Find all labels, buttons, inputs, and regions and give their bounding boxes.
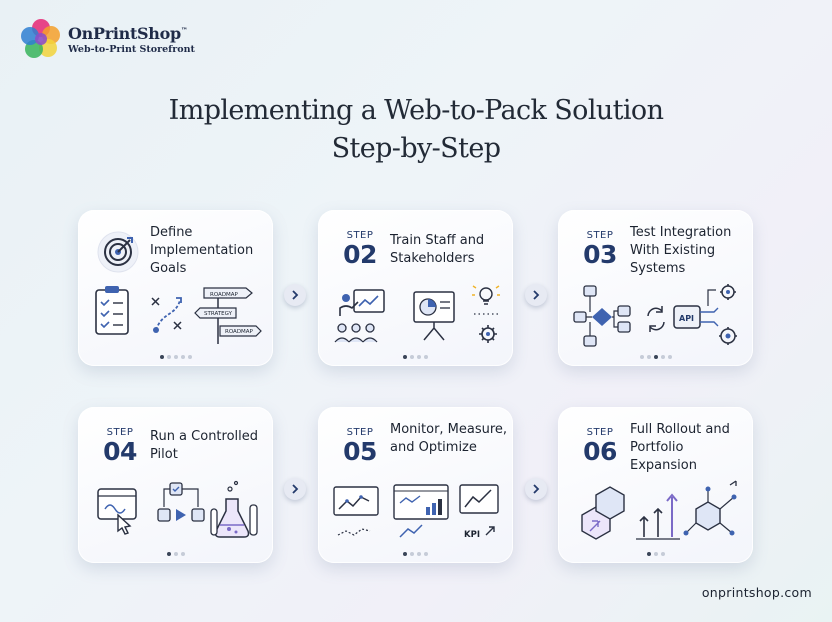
training-illustration [334,285,500,343]
lab-flask-icon [210,480,258,538]
carousel-dots [78,552,273,556]
step-number: 02 [343,240,377,269]
goals-illustration: ROADMAP STRATEGY ROADMAP [95,286,262,344]
next-step-arrow-3[interactable] [284,478,306,500]
strategy-path-icon [151,297,182,333]
carousel-dots [78,355,273,359]
flowchart-icon [573,285,631,347]
step-badge: STEP 02 [338,230,382,268]
page-title-line-1: Implementing a Web-to-Pack Solution [168,95,664,126]
step-label: STEP [346,230,374,241]
rollout-illustration [581,480,737,540]
line-chart-icon [333,486,379,536]
browser-click-icon [97,488,137,535]
scaling-cubes-icon [581,486,625,540]
checklist-clipboard-icon [95,286,129,335]
step-card-title: Full Rollout and Portfolio Expansion [630,422,730,473]
chevron-right-icon [292,290,299,300]
chevron-right-icon [533,484,540,494]
step-label: STEP [346,427,374,438]
step-card-title: Monitor, Measure, and Optimize [390,422,508,455]
api-block-icon: API [673,289,719,329]
step-badge: STEP 05 [338,427,382,465]
step-number: 04 [103,437,137,466]
dashboard-icon [393,484,449,538]
carousel-dots [558,355,753,359]
step-number: 03 [583,240,617,269]
pilot-illustration [97,480,258,538]
step-label: STEP [106,427,134,438]
network-cube-icon [683,480,737,536]
brand-logo[interactable]: OnPrintShop™ Web-to-Print Storefront [20,18,195,60]
chevron-right-icon [533,290,540,300]
footer-website-link[interactable]: onprintshop.com [701,585,812,600]
presenter-audience-icon [334,289,385,343]
step-card-02[interactable]: STEP 02 Train Staff and Stakeholders [318,210,513,366]
step-card-title: Run a Controlled Pilot [150,429,259,462]
roadmap-sign-label: ROADMAP [210,292,239,298]
brand-tagline: Web-to-Print Storefront [68,43,195,55]
step-card-05[interactable]: STEP 05 Monitor, Measure, and Optimize K… [318,407,513,563]
kpi-trend-icon: KPI [459,484,499,540]
gear-icon [479,325,497,343]
step-number: 05 [343,437,377,466]
step-card-title: Define Implementation Goals [150,225,254,276]
step-card-01[interactable]: Define Implementation Goals ROADMAP STRA… [78,210,273,366]
api-label: API [679,314,694,323]
step-card-03[interactable]: STEP 03 Test Integration With Existing S… [558,210,753,366]
roadmap-signs-icon: ROADMAP STRATEGY ROADMAP [194,287,262,344]
carousel-dots [318,552,513,556]
integration-illustration: API [573,284,737,347]
next-step-arrow-2[interactable] [525,284,547,306]
step-label: STEP [586,427,614,438]
target-goal-icon [97,231,139,273]
step-badge: STEP 06 [578,427,622,465]
step-card-06[interactable]: STEP 06 Full Rollout and Portfolio Expan… [558,407,753,563]
flower-logo-icon [21,19,60,58]
sync-arrows-icon [647,306,665,332]
carousel-dots [318,355,513,359]
step-label: STEP [586,230,614,241]
strategy-sign-label: STRATEGY [204,311,233,317]
carousel-dots [558,552,753,556]
gears-icon [719,284,737,345]
growth-arrows-icon [636,493,680,540]
step-number: 06 [583,437,617,466]
next-step-arrow-4[interactable] [525,478,547,500]
next-step-arrow-1[interactable] [284,284,306,306]
kpi-label: KPI [464,530,480,540]
step-badge: STEP 04 [98,427,142,465]
page-title-line-2: Step-by-Step [331,133,501,164]
lightbulb-icon [472,285,500,315]
step-card-title: Test Integration With Existing Systems [630,225,732,276]
trademark-symbol: ™ [180,26,188,35]
monitoring-illustration: KPI [333,484,499,540]
chevron-right-icon [292,484,299,494]
presentation-board-icon [413,291,455,341]
page-title: Implementing a Web-to-Pack Solution Step… [0,92,832,168]
step-card-04[interactable]: STEP 04 Run a Controlled Pilot [78,407,273,563]
brand-name: OnPrintShop™ [68,23,188,43]
roadmap-sign-label-2: ROADMAP [225,329,254,335]
step-card-title: Train Staff and Stakeholders [390,233,485,266]
process-flow-icon [157,482,205,522]
step-badge: STEP 03 [578,230,622,268]
